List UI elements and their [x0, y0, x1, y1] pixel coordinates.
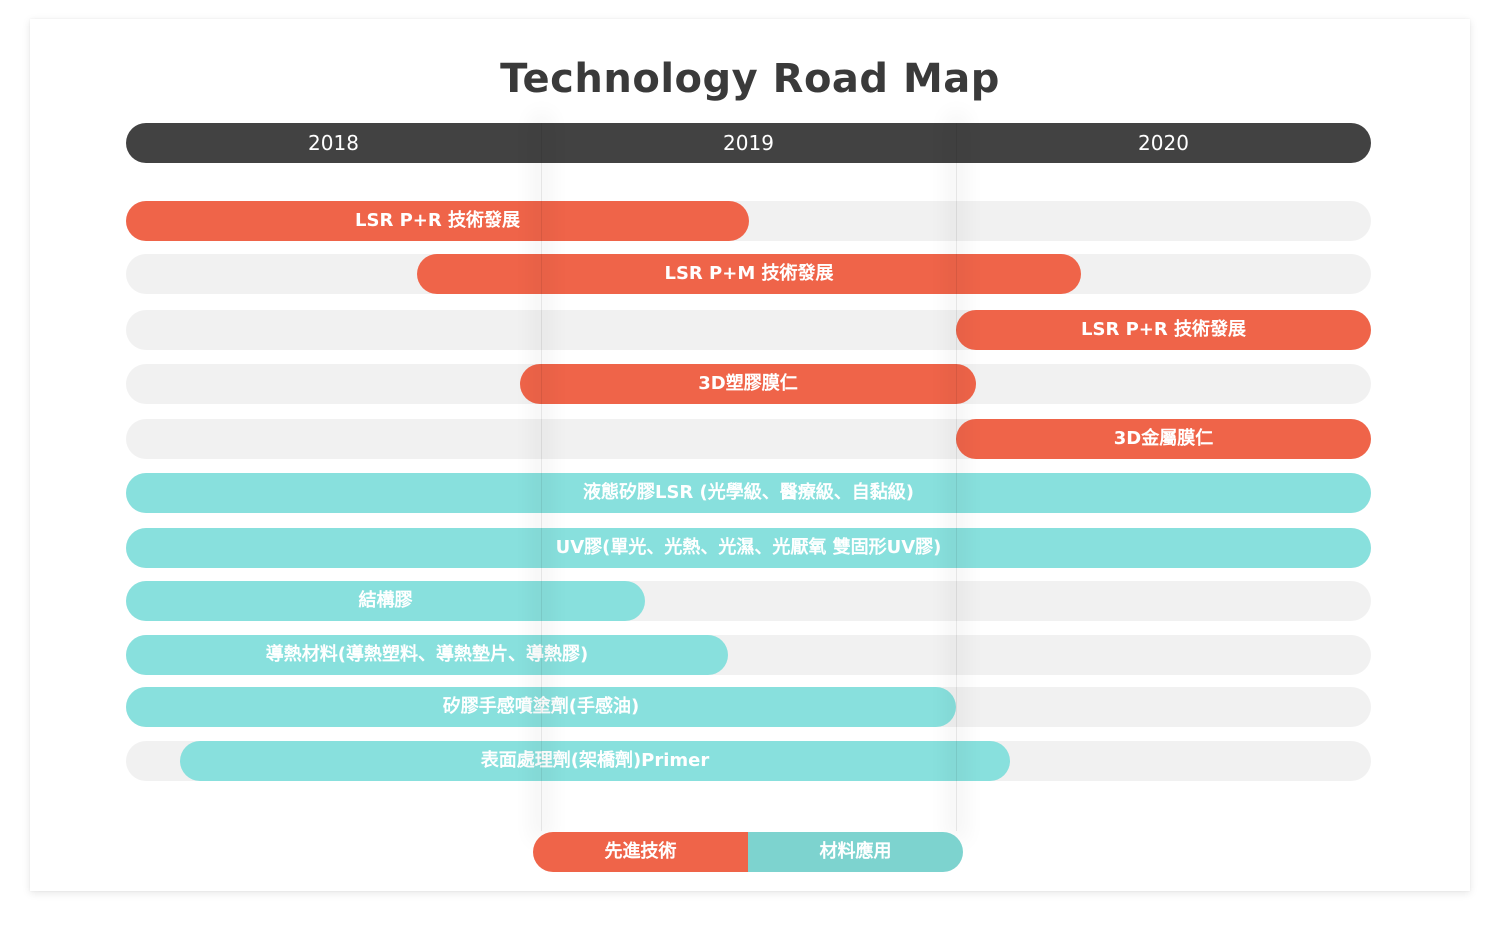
legend: 先進技術 材料應用: [533, 832, 963, 872]
roadmap-bar: UV膠(單光、光熱、光濕、光厭氧 雙固形UV膠): [126, 528, 1371, 568]
legend-item-advanced-tech: 先進技術: [533, 832, 748, 872]
roadmap-bar: LSR P+R 技術發展: [126, 201, 749, 241]
roadmap-bar: LSR P+M 技術發展: [417, 254, 1081, 294]
roadmap-bar: 3D塑膠膜仁: [520, 364, 976, 404]
roadmap-bar: 液態矽膠LSR (光學級、醫療級、自黏級): [126, 473, 1371, 513]
chart-title: Technology Road Map: [500, 56, 1000, 102]
roadmap-bar: 導熱材料(導熱塑料、導熱墊片、導熱膠): [126, 635, 728, 675]
roadmap-bar: 矽膠手感噴塗劑(手感油): [126, 687, 956, 727]
roadmap-bar: LSR P+R 技術發展: [956, 310, 1371, 350]
year-header-bar: 2018 2019 2020: [126, 123, 1371, 163]
roadmap-bar: 結構膠: [126, 581, 645, 621]
year-label-2020: 2020: [1138, 131, 1189, 155]
legend-item-material-application: 材料應用: [748, 832, 963, 872]
year-label-2019: 2019: [723, 131, 774, 155]
year-label-2018: 2018: [308, 131, 359, 155]
roadmap-bar: 3D金屬膜仁: [956, 419, 1371, 459]
roadmap-bar: 表面處理劑(架橋劑)Primer: [180, 741, 1010, 781]
